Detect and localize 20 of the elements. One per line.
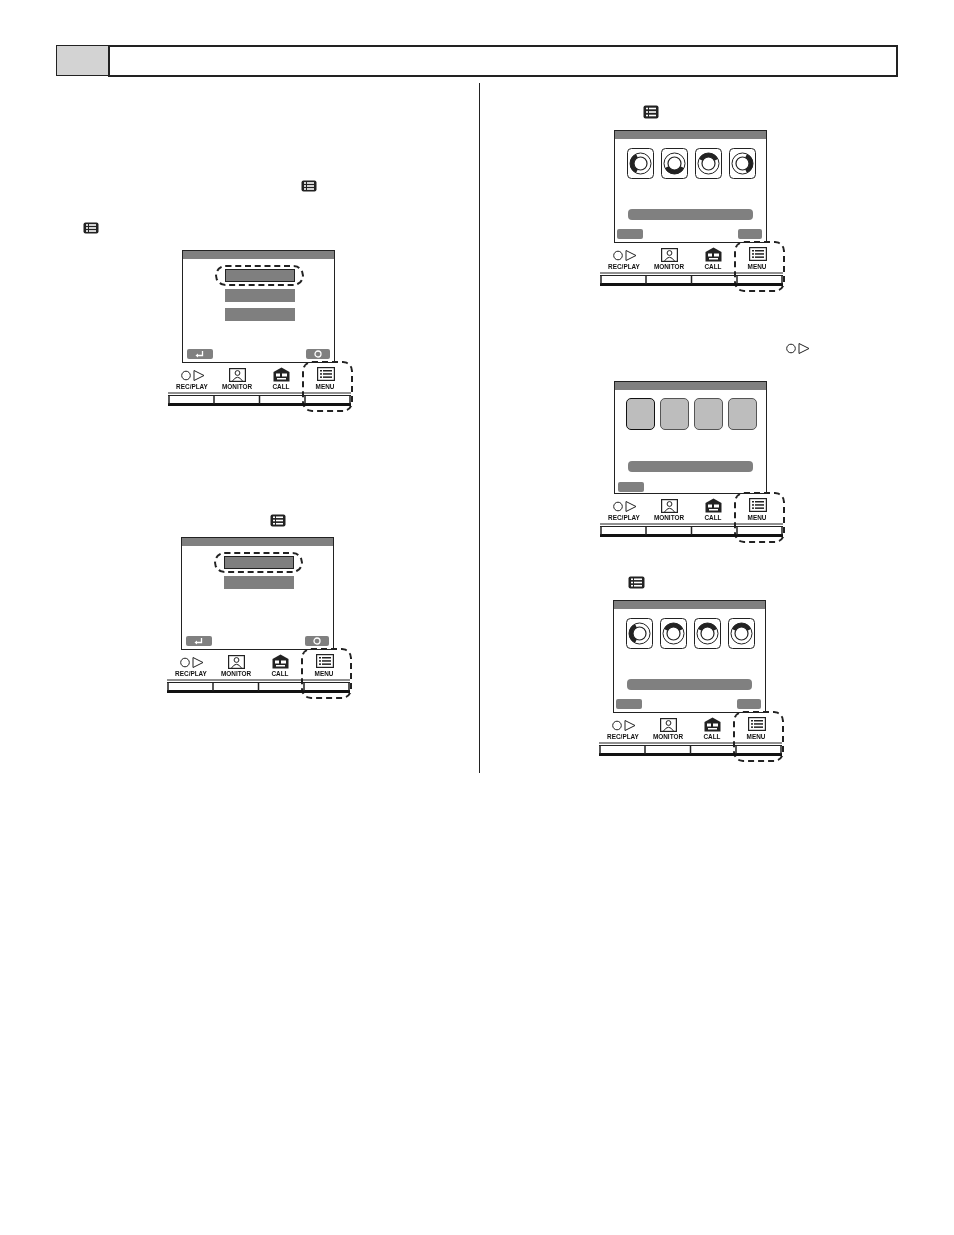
key-label: MONITOR [221,382,253,391]
key-label: MONITOR [653,513,685,522]
key-label: CALL [704,262,722,271]
key-label: REC/PLAY [608,513,640,522]
key-label: CALL [272,382,290,391]
key-label: REC/PLAY [608,262,640,271]
key-label: REC/PLAY [607,732,639,741]
key-label: REC/PLAY [176,382,208,391]
key-label: MENU [314,669,334,678]
key-label: MENU [747,262,767,271]
key-label: CALL [271,669,289,678]
key-label: MONITOR [652,732,684,741]
key-label: MENU [747,513,767,522]
key-label: MENU [315,382,335,391]
key-label: MONITOR [220,669,252,678]
key-label: MONITOR [653,262,685,271]
key-label: CALL [704,513,722,522]
key-label: REC/PLAY [175,669,207,678]
key-label: MENU [746,732,766,741]
key-label: CALL [703,732,721,741]
